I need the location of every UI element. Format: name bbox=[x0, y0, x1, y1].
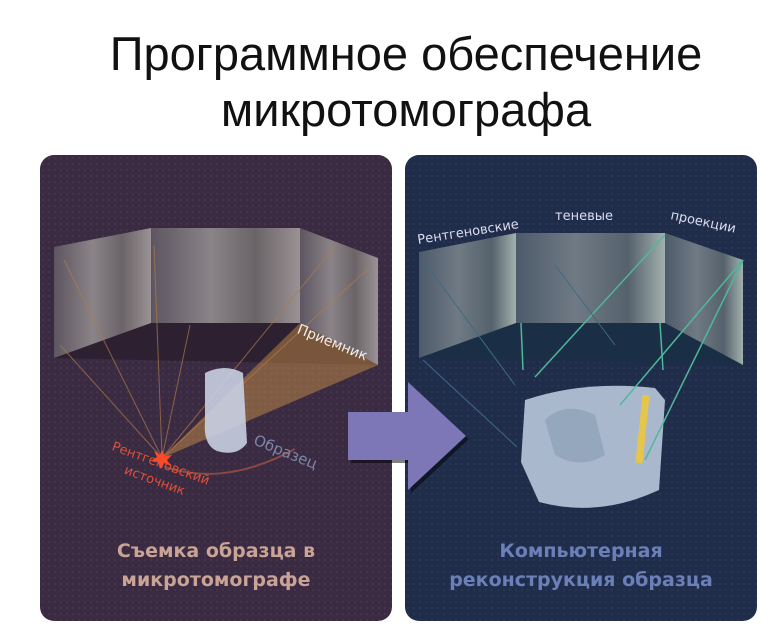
reconstruction-caption: Компьютерная реконструкция образца bbox=[405, 537, 757, 595]
detector-center bbox=[151, 228, 300, 323]
slide-title: Программное обеспечение микротомографа bbox=[0, 26, 776, 138]
rotation-arc bbox=[164, 448, 296, 475]
detector-right bbox=[300, 228, 378, 365]
process-arrow-icon bbox=[348, 382, 469, 493]
title-line-2: микротомографа bbox=[220, 83, 592, 136]
scanning-illustration bbox=[54, 228, 378, 475]
projection-lines bbox=[422, 262, 616, 448]
projection-left bbox=[419, 233, 516, 358]
backprojection-arrows bbox=[520, 234, 744, 461]
projection-label-2: теневые bbox=[555, 209, 613, 224]
projection-center bbox=[516, 233, 665, 323]
title-line-1: Программное обеспечение bbox=[109, 27, 703, 80]
xray-source-star-icon bbox=[151, 450, 172, 469]
scanning-caption-line-2: микротомографе bbox=[121, 569, 311, 591]
projection-right bbox=[665, 233, 743, 365]
detector-left bbox=[54, 228, 151, 358]
scanning-caption-line-1: Съемка образца в bbox=[116, 540, 316, 562]
highlighted-feature bbox=[635, 394, 650, 464]
reconstruction-illustration bbox=[419, 233, 744, 508]
reconstruction-panel: Рентгеновские теневые проекции Компьютер… bbox=[405, 155, 757, 621]
reconstruction-caption-line-2: реконструкция образца bbox=[449, 569, 713, 591]
reconstruction-caption-line-1: Компьютерная bbox=[499, 540, 663, 562]
internal-structure bbox=[545, 408, 605, 463]
scanning-panel: Приемник Образец Рентгеновский источник … bbox=[40, 155, 392, 621]
scanning-caption: Съемка образца в микротомографе bbox=[40, 537, 392, 595]
sample-shape bbox=[204, 368, 247, 453]
ray-lines bbox=[59, 244, 371, 459]
